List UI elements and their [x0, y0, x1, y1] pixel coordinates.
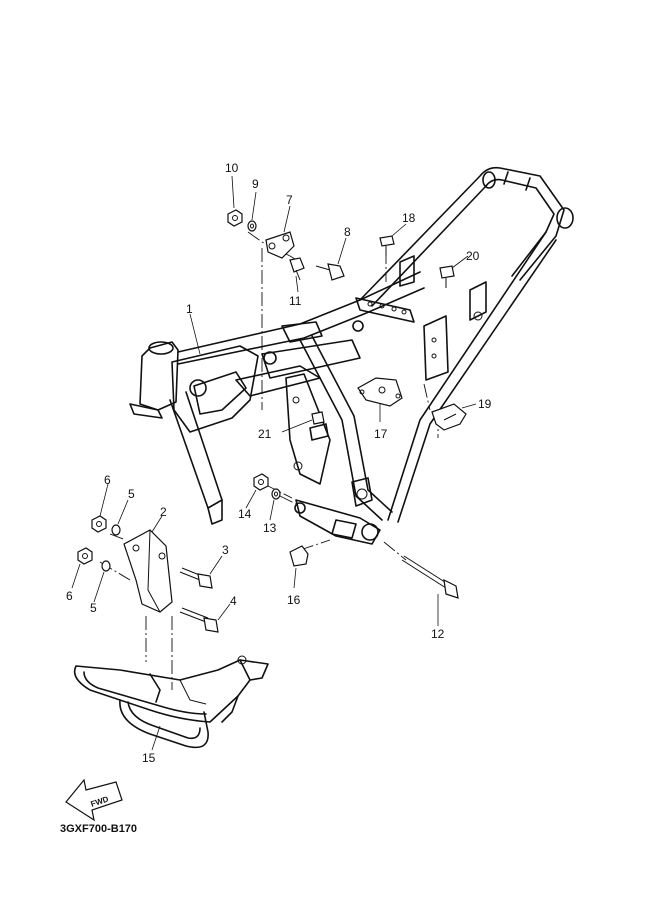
callout-numbers: 10 9 7 8 11 18 20 1 19 17 21 14 13 16 12… [66, 161, 492, 765]
callout-1: 1 [186, 302, 193, 316]
nut-part-6-upper [91, 515, 107, 533]
callout-2: 2 [160, 505, 167, 519]
callout-8: 8 [344, 225, 351, 239]
callout-5-lower: 5 [90, 601, 97, 615]
pivot-bolt-part-12 [401, 555, 459, 599]
washer-part-13 [271, 488, 281, 500]
bolt-part-8 [315, 263, 345, 281]
callout-10: 10 [225, 161, 239, 175]
bolt-part-21 [311, 411, 325, 425]
bolt-part-3 [179, 567, 213, 589]
callout-5-upper: 5 [128, 487, 135, 501]
callout-15: 15 [142, 751, 156, 765]
callout-9: 9 [252, 177, 259, 191]
callout-19: 19 [478, 397, 492, 411]
nut-part-10 [227, 209, 243, 227]
callout-20: 20 [466, 249, 480, 263]
assembly-guide-lines [99, 231, 439, 690]
washer-part-9 [247, 220, 257, 232]
callout-6-lower: 6 [66, 589, 73, 603]
bolt-part-11 [289, 257, 305, 281]
callout-17: 17 [374, 427, 388, 441]
bolt-part-18 [379, 235, 395, 256]
callout-14: 14 [238, 507, 252, 521]
callout-21: 21 [258, 427, 272, 441]
bracket-part-17 [357, 377, 403, 407]
bolt-part-20 [439, 265, 455, 288]
callout-4: 4 [230, 594, 237, 608]
callout-11: 11 [289, 294, 302, 308]
washer-part-5-upper [111, 524, 121, 536]
callout-18: 18 [402, 211, 416, 225]
leader-lines [71, 175, 477, 751]
guard-part-15 [73, 655, 269, 749]
bolt-part-4 [179, 607, 219, 633]
bracket-part-7 [265, 231, 295, 259]
main-frame [129, 166, 574, 545]
forward-direction-arrow: FWD [65, 778, 123, 822]
callout-7: 7 [286, 193, 293, 207]
callout-6-upper: 6 [104, 473, 111, 487]
callout-13: 13 [263, 521, 277, 535]
callout-12: 12 [431, 627, 445, 641]
engine-bracket-part-2 [123, 529, 173, 613]
callout-3: 3 [222, 543, 229, 557]
drawing-code: 3GXF700-B170 [60, 823, 137, 835]
nut-part-14 [253, 473, 269, 491]
callout-16: 16 [287, 593, 301, 607]
damper-part-16 [289, 545, 309, 567]
washer-part-5-lower [101, 560, 111, 572]
clamp-part-19 [431, 403, 467, 431]
nut-part-6-lower [77, 547, 93, 565]
